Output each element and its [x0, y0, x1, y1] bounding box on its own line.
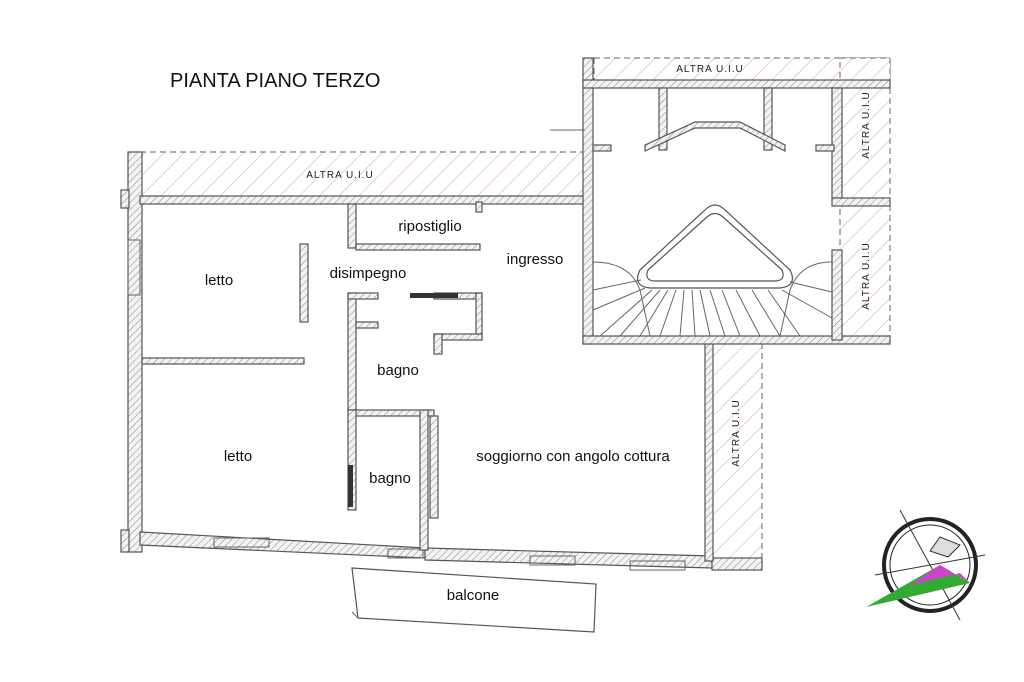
room-label-bagno-2: bagno [369, 470, 411, 487]
exterior-walls [120, 57, 891, 571]
room-label-soggiorno: soggiorno con angolo cottura [476, 448, 670, 465]
other-unit-upper-band-label: ALTRA U.I.U [306, 170, 374, 181]
interior-walls [141, 87, 835, 551]
other-unit-right-middle-label: ALTRA U.I.U [861, 242, 872, 310]
room-label-letto-2: letto [224, 448, 252, 465]
room-label-letto-1: letto [205, 272, 233, 289]
other-unit-top-label: ALTRA U.I.U [676, 64, 744, 75]
room-label-disimpegno: disimpegno [330, 265, 407, 282]
room-label-ingresso: ingresso [507, 251, 564, 268]
other-unit-right-top-label: ALTRA U.I.U [861, 91, 872, 159]
compass-rose-icon [866, 509, 986, 621]
stair-treads [592, 279, 833, 337]
room-label-bagno-1: bagno [377, 362, 419, 379]
other-unit-right-lower-label: ALTRA U.I.U [731, 399, 742, 467]
room-label-ripostiglio: ripostiglio [398, 218, 461, 235]
plan-title: PIANTA PIANO TERZO [170, 70, 380, 92]
other-unit-upper-band [139, 151, 586, 197]
room-labels: ripostiglio ingresso disimpegno letto le… [205, 218, 671, 604]
other-units: ALTRA U.I.U ALTRA U.I.U ALTRA U.I.U ALTR… [139, 57, 891, 559]
room-label-balcone: balcone [447, 587, 500, 604]
staircase [592, 204, 833, 337]
balcony [351, 567, 597, 633]
